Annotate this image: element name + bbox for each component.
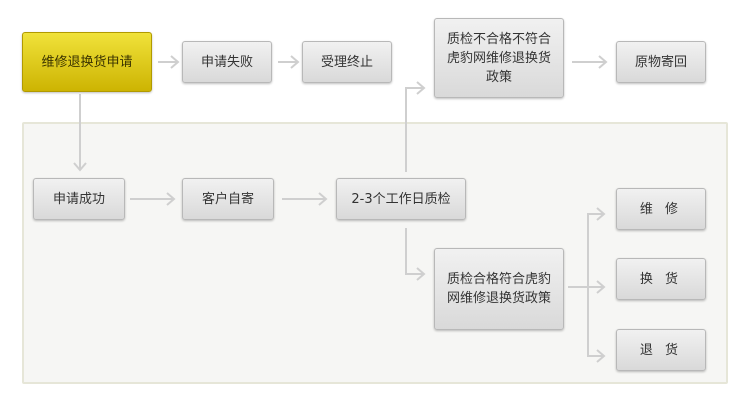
node-repair: 维 修 <box>616 188 706 230</box>
node-terminate: 受理终止 <box>302 41 392 83</box>
node-customer-ship: 客户自寄 <box>182 178 274 220</box>
node-qc-fail: 质检不合格不符合虎豹网维修退换货政策 <box>434 18 564 98</box>
arrow-qcfail-to-return <box>572 55 608 69</box>
node-apply-fail: 申请失败 <box>182 41 272 83</box>
node-exchange: 换 货 <box>616 258 706 300</box>
node-apply-success: 申请成功 <box>33 178 125 220</box>
node-qc: 2-3个工作日质检 <box>336 178 466 220</box>
arrow-fail-to-terminate <box>278 55 300 69</box>
node-return-original: 原物寄回 <box>616 41 706 83</box>
node-refund: 退 货 <box>616 329 706 371</box>
success-flow-panel <box>22 122 728 384</box>
arrow-apply-to-fail <box>158 55 180 69</box>
node-apply: 维修退换货申请 <box>22 32 152 92</box>
node-qc-pass: 质检合格符合虎豹网维修退换货政策 <box>434 248 564 330</box>
